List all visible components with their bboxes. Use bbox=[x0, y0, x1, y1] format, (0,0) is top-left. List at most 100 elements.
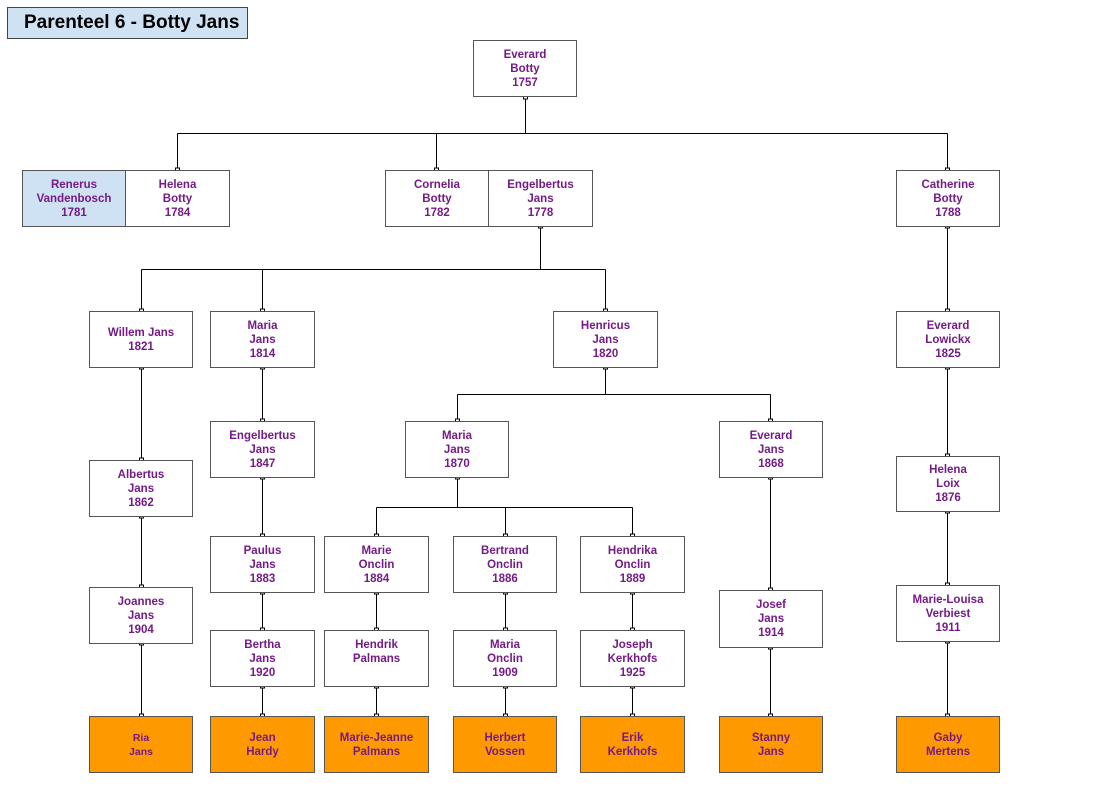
person-first-name: Maria bbox=[441, 429, 473, 442]
person-last-name: Onclin bbox=[614, 558, 651, 571]
person-hendrik-palmans[interactable]: Hendrik Palmans bbox=[324, 630, 429, 687]
person-year: 1788 bbox=[935, 206, 961, 219]
person-joseph-kerkhofs[interactable]: Joseph Kerkhofs 1925 bbox=[580, 630, 685, 687]
person-last-name: Palmans bbox=[352, 745, 401, 758]
person-hendrika-onclin[interactable]: Hendrika Onclin 1889 bbox=[580, 536, 685, 593]
person-engelbertus-jans-1778[interactable]: Engelbertus Jans 1778 bbox=[488, 170, 593, 227]
person-last-name: Jans bbox=[129, 745, 153, 758]
person-josef-jans[interactable]: Josef Jans 1914 bbox=[719, 590, 823, 648]
person-last-name: Lowickx bbox=[925, 333, 971, 346]
person-last-name: Vossen bbox=[484, 745, 526, 758]
person-everard-lowickx[interactable]: Everard Lowickx 1825 bbox=[896, 311, 1000, 368]
person-last-name: Jans bbox=[757, 443, 785, 456]
person-jean-hardy[interactable]: Jean Hardy bbox=[210, 716, 315, 773]
person-ria-jans[interactable]: Ria Jans bbox=[89, 716, 193, 773]
person-last-name: Jans bbox=[443, 443, 471, 456]
person-first-name: Marie-Louisa bbox=[912, 593, 984, 606]
person-last-name: Botty bbox=[510, 62, 540, 75]
person-last-name: Jans bbox=[527, 192, 554, 205]
person-year: 1904 bbox=[128, 623, 154, 636]
person-year: 1825 bbox=[935, 347, 961, 360]
person-first-name: Maria bbox=[489, 638, 521, 651]
person-year: 1886 bbox=[492, 572, 518, 585]
person-maria-jans-1814[interactable]: Maria Jans 1814 bbox=[210, 311, 315, 368]
person-first-name: Albertus bbox=[117, 468, 165, 481]
person-year: 1914 bbox=[758, 627, 784, 639]
person-year: 1909 bbox=[492, 666, 518, 679]
person-henricus-jans[interactable]: Henricus Jans 1820 bbox=[553, 311, 658, 368]
person-bertha-jans[interactable]: Bertha Jans 1920 bbox=[210, 630, 315, 687]
person-last-name: Mertens bbox=[925, 745, 971, 758]
person-everard-jans-1868[interactable]: Everard Jans 1868 bbox=[719, 421, 823, 478]
person-last-name: Onclin bbox=[487, 652, 523, 665]
person-renerus-vandenbosch[interactable]: Renerus Vandenbosch 1781 bbox=[22, 170, 126, 227]
person-maria-jans-1870[interactable]: Maria Jans 1870 bbox=[405, 421, 509, 478]
person-bertrand-onclin[interactable]: Bertrand Onclin 1886 bbox=[453, 536, 557, 593]
person-engelbertus-jans-1847[interactable]: Engelbertus Jans 1847 bbox=[210, 421, 315, 478]
person-last-name: Kerkhofs bbox=[607, 745, 658, 758]
person-last-name: Hardy bbox=[246, 745, 279, 758]
person-year: 1820 bbox=[592, 347, 619, 360]
person-gaby-mertens[interactable]: Gaby Mertens bbox=[896, 716, 1000, 773]
person-last-name: Jans bbox=[249, 652, 276, 665]
person-first-name: Marie-Jeanne bbox=[339, 731, 414, 744]
person-last-name: Jans bbox=[127, 482, 155, 495]
person-marie-jeanne-palmans[interactable]: Marie-Jeanne Palmans bbox=[324, 716, 429, 773]
person-last-name: Botty bbox=[422, 192, 452, 205]
person-first-name: Hendrika bbox=[607, 544, 658, 557]
person-first-name: Maria bbox=[247, 319, 278, 332]
person-helena-botty[interactable]: Helena Botty 1784 bbox=[125, 170, 230, 227]
person-first-name: Cornelia bbox=[413, 178, 460, 191]
person-year: 1876 bbox=[935, 492, 961, 504]
person-year: 1925 bbox=[619, 666, 646, 679]
person-helena-loix[interactable]: Helena Loix 1876 bbox=[896, 456, 1000, 512]
person-last-name: Jans bbox=[249, 443, 276, 456]
person-year: 1884 bbox=[363, 572, 390, 585]
person-last-name: Onclin bbox=[487, 558, 523, 571]
person-cornelia-botty[interactable]: Cornelia Botty 1782 bbox=[385, 170, 489, 227]
person-paulus-jans[interactable]: Paulus Jans 1883 bbox=[210, 536, 315, 593]
person-joannes-jans[interactable]: Joannes Jans 1904 bbox=[89, 587, 193, 644]
person-first-name: Henricus bbox=[580, 319, 631, 332]
person-first-name: Josef bbox=[755, 599, 787, 611]
person-marie-onclin[interactable]: Marie Onclin 1884 bbox=[324, 536, 429, 593]
person-last-name: Jans bbox=[592, 333, 619, 346]
person-first-name: Everard bbox=[503, 48, 547, 61]
person-marie-louisa-verbiest[interactable]: Marie-Louisa Verbiest 1911 bbox=[896, 585, 1000, 642]
person-last-name: Jans bbox=[127, 609, 155, 622]
person-year: 1784 bbox=[164, 206, 191, 219]
person-year: 1920 bbox=[249, 666, 276, 679]
person-last-name: Vandenbosch bbox=[36, 192, 112, 205]
person-year: 1862 bbox=[128, 496, 154, 509]
person-herbert-vossen[interactable]: Herbert Vossen bbox=[453, 716, 557, 773]
person-first-name: Stanny bbox=[751, 731, 791, 744]
person-stanny-jans[interactable]: Stanny Jans bbox=[719, 716, 823, 773]
person-first-name: Jean bbox=[249, 731, 276, 744]
person-first-name: Marie bbox=[361, 544, 392, 557]
person-last-name: Jans bbox=[757, 613, 785, 625]
person-first-name: Bertrand bbox=[481, 544, 529, 557]
person-erik-kerkhofs[interactable]: Erik Kerkhofs bbox=[580, 716, 685, 773]
person-first-name: Hendrik bbox=[355, 639, 398, 651]
person-first-name: Catherine bbox=[921, 178, 975, 191]
person-last-name: Verbiest bbox=[925, 607, 971, 620]
person-everard-botty[interactable]: Everard Botty 1757 bbox=[473, 40, 577, 97]
person-year: 1847 bbox=[249, 457, 276, 470]
person-year: 1821 bbox=[128, 340, 154, 353]
person-albertus-jans[interactable]: Albertus Jans 1862 bbox=[89, 460, 193, 517]
person-last-name: Jans bbox=[249, 558, 276, 571]
person-year: 1868 bbox=[758, 457, 784, 470]
person-first-name: Joseph bbox=[612, 638, 653, 651]
person-first-name: Gaby bbox=[933, 731, 963, 744]
person-first-name: Herbert bbox=[484, 731, 526, 744]
person-name: Willem Jans bbox=[107, 326, 175, 339]
person-willem-jans[interactable]: Willem Jans 1821 bbox=[89, 311, 193, 368]
person-first-name: Joannes bbox=[117, 595, 165, 608]
person-year: 1883 bbox=[249, 572, 276, 585]
person-first-name: Engelbertus bbox=[229, 429, 296, 442]
person-first-name: Engelbertus bbox=[507, 178, 574, 191]
person-maria-onclin[interactable]: Maria Onclin 1909 bbox=[453, 630, 557, 687]
person-last-name: Botty bbox=[162, 192, 193, 205]
person-catherine-botty[interactable]: Catherine Botty 1788 bbox=[896, 170, 1000, 227]
person-last-name: Jans bbox=[249, 333, 276, 346]
